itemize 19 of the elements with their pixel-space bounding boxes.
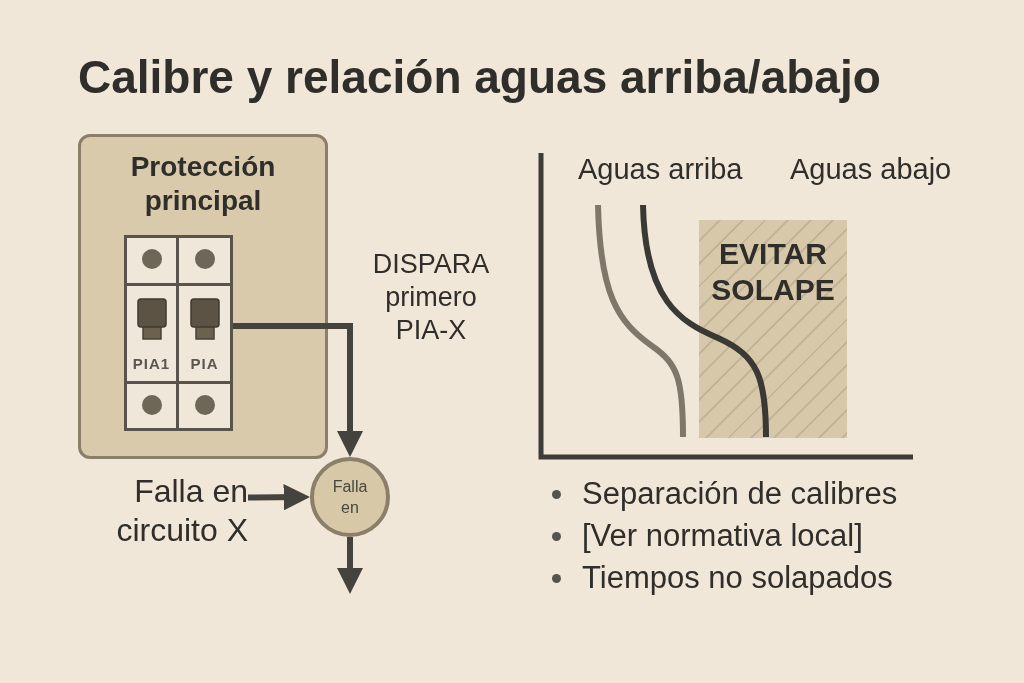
arrow (247, 484, 311, 511)
breaker-pole (124, 235, 179, 431)
bullet-text: [Ver normativa local] (582, 517, 863, 555)
breaker-pole (179, 235, 233, 431)
text-label: Falla en circuito X (74, 472, 248, 552)
axis-label: Aguas abajo (790, 152, 952, 187)
title: Calibre y relación aguas arriba/abajo (78, 50, 881, 104)
node-label: Falla en (331, 477, 369, 518)
bullet-text: Tiempos no solapados (582, 559, 893, 597)
zone-label: EVITAR SOLAPE (710, 236, 836, 308)
arrow (336, 537, 364, 594)
pole-label: PIA1 (131, 355, 172, 373)
panel (78, 134, 328, 459)
panel-heading: Protección principal (129, 150, 277, 218)
arrow (233, 322, 364, 457)
hatched-zone (699, 220, 847, 438)
bullet-text: Separación de calibres (582, 475, 898, 513)
pole-label: PIA (189, 355, 220, 373)
axis-label: Aguas arriba (578, 152, 743, 187)
